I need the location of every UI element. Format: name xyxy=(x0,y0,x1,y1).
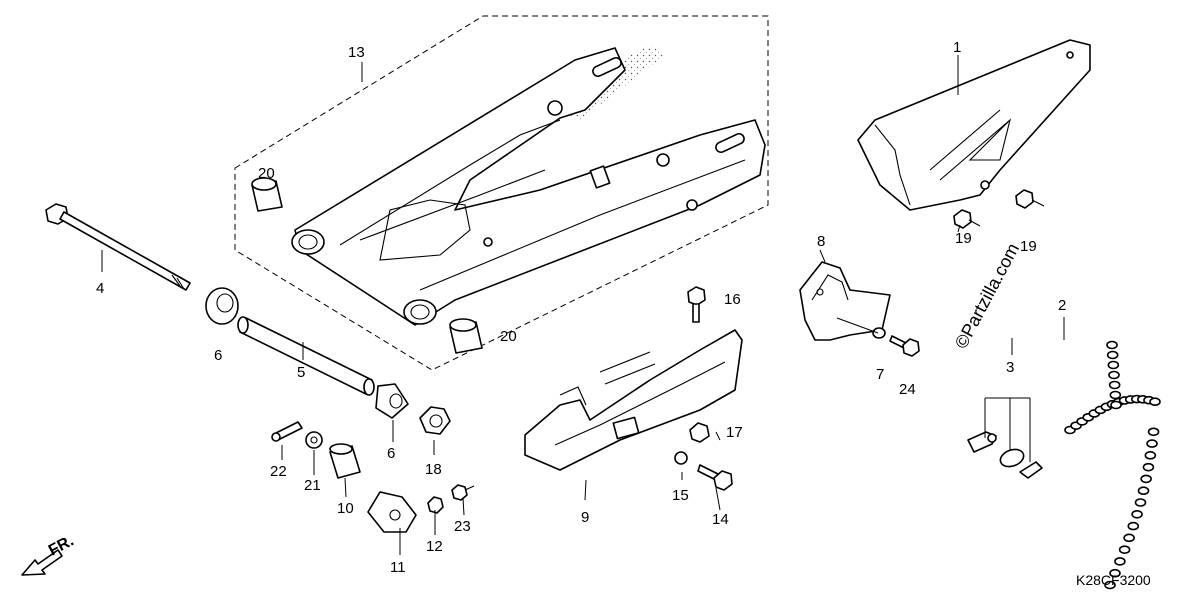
callout-12: 12 xyxy=(426,538,443,555)
chain-link xyxy=(1110,400,1122,410)
chain-link xyxy=(1108,370,1120,380)
callout-16: 16 xyxy=(724,291,741,308)
collar-7[interactable] xyxy=(872,327,886,339)
chain-link xyxy=(1147,427,1160,437)
front-direction-arrow-icon xyxy=(21,549,63,576)
pivot-nut[interactable] xyxy=(419,406,451,435)
chain-slider[interactable] xyxy=(524,329,743,471)
chain-link xyxy=(1108,380,1121,390)
callout-20-upper: 20 xyxy=(258,165,275,182)
chain-link xyxy=(1106,350,1119,360)
swingarm[interactable] xyxy=(291,45,766,326)
chain-link xyxy=(1149,397,1161,407)
chain-link xyxy=(1118,545,1131,554)
chain-link xyxy=(1142,462,1155,472)
watermark: ©Partzilla.com xyxy=(951,240,1023,352)
washer[interactable] xyxy=(305,431,323,449)
leader-lines xyxy=(101,55,1065,555)
callout-3: 3 xyxy=(1006,359,1014,376)
bolt-16[interactable] xyxy=(687,286,706,323)
chain-link xyxy=(1131,509,1143,519)
master-link-set[interactable] xyxy=(967,431,1043,479)
callout-18: 18 xyxy=(425,461,442,478)
bolt-23[interactable] xyxy=(451,484,475,501)
bolt-14[interactable] xyxy=(697,464,733,491)
bolt-19-left[interactable] xyxy=(953,209,981,229)
chain-link xyxy=(1127,521,1140,531)
chain-link xyxy=(1123,533,1135,543)
diagram-code: K28CF3200 xyxy=(1076,572,1151,588)
callout-4: 4 xyxy=(96,280,104,297)
callout-7: 7 xyxy=(876,366,884,383)
nut-17[interactable] xyxy=(689,422,710,443)
callout-6-upper: 6 xyxy=(214,347,222,364)
callout-20-lower: 20 xyxy=(500,328,517,345)
chain-link xyxy=(1146,439,1158,448)
pivot-bolt[interactable] xyxy=(45,203,191,291)
pivot-bushing-upper[interactable] xyxy=(251,177,283,212)
swingarm-assembly-boundary xyxy=(234,15,769,371)
callout-15: 15 xyxy=(672,487,689,504)
chain-link xyxy=(1104,580,1116,590)
chain-link xyxy=(1140,474,1152,484)
chain-link xyxy=(1114,557,1126,566)
callout-9: 9 xyxy=(581,509,589,526)
callout-23: 23 xyxy=(454,518,471,535)
bolt-24[interactable] xyxy=(889,335,920,357)
collar-15[interactable] xyxy=(674,451,688,465)
chain-link xyxy=(1109,568,1121,578)
chain-link xyxy=(1109,390,1122,400)
chain-link xyxy=(1137,486,1150,496)
roller-collar[interactable] xyxy=(329,443,361,479)
chain-link xyxy=(1107,360,1120,370)
flange-nut-12[interactable] xyxy=(427,496,444,514)
dust-seal-lower[interactable] xyxy=(375,383,409,419)
callout-21: 21 xyxy=(304,477,321,494)
callout-14: 14 xyxy=(712,511,729,528)
callout-11: 11 xyxy=(390,559,406,576)
dust-seal-upper[interactable] xyxy=(205,287,239,325)
callout-2: 2 xyxy=(1058,297,1066,314)
callout-6-lower: 6 xyxy=(387,445,395,462)
chain-link xyxy=(1134,498,1147,507)
callout-17: 17 xyxy=(726,424,743,441)
chain-link xyxy=(1144,451,1157,460)
callout-13: 13 xyxy=(348,44,365,61)
pivot-bushing-lower[interactable] xyxy=(449,318,483,354)
callout-24: 24 xyxy=(899,381,916,398)
callout-10: 10 xyxy=(337,500,354,517)
callout-22: 22 xyxy=(270,463,287,480)
chain-link xyxy=(1106,340,1118,350)
drive-chain[interactable] xyxy=(1064,340,1161,590)
slider-clamp[interactable] xyxy=(367,491,417,533)
callout-19-left: 19 xyxy=(955,230,972,247)
cotter-pin[interactable] xyxy=(271,421,303,442)
drive-chain-case[interactable] xyxy=(857,39,1091,211)
callout-1: 1 xyxy=(953,39,961,56)
callout-8: 8 xyxy=(817,233,825,250)
callout-5: 5 xyxy=(297,364,305,381)
pivot-collar[interactable] xyxy=(237,316,375,396)
bolt-19-right[interactable] xyxy=(1015,189,1045,209)
callout-19-right: 19 xyxy=(1020,238,1037,255)
